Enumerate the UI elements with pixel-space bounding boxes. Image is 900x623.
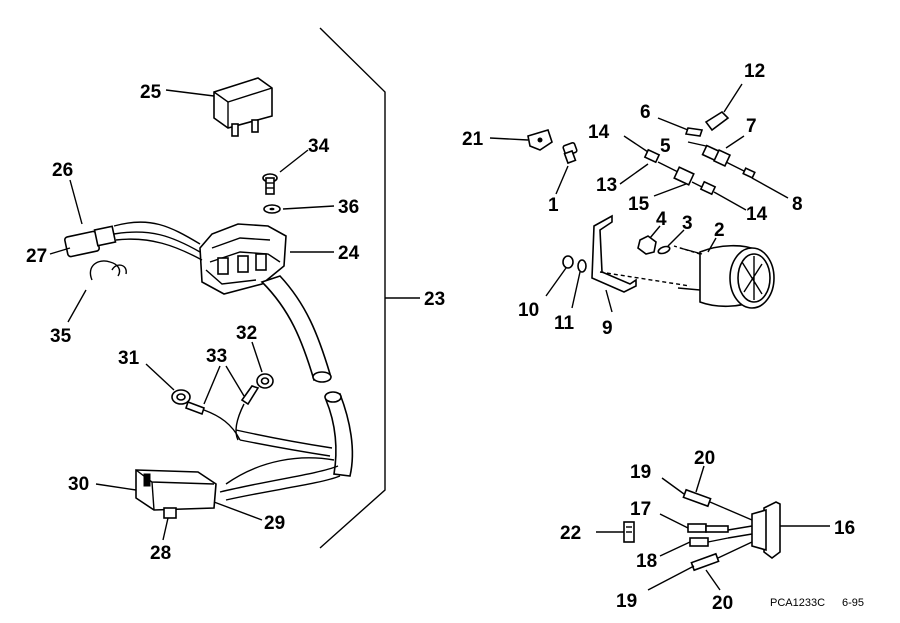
bracket-part-9 (591, 214, 637, 313)
washer-part-11 (571, 259, 587, 309)
callout-5: 5 (660, 136, 671, 157)
callout-30: 30 (68, 474, 89, 495)
callout-29: 29 (264, 513, 285, 534)
callout-4: 4 (656, 209, 667, 230)
callout-28: 28 (150, 543, 171, 564)
connector-part-16 (717, 501, 830, 559)
callout-11: 11 (554, 313, 575, 334)
callout-19b: 19 (616, 591, 637, 612)
fuse-part-22 (596, 521, 635, 543)
callout-9: 9 (602, 318, 613, 339)
washer-part-3 (657, 229, 685, 255)
callout-3: 3 (682, 213, 693, 234)
screw-part-34 (262, 149, 309, 195)
diagram-code: PCA1233C (770, 597, 825, 609)
terminal-part-19-20-upper (661, 465, 725, 509)
diagram-date: 6-95 (842, 597, 864, 609)
callout-22: 22 (560, 523, 581, 544)
clip-part-21 (489, 129, 553, 151)
main-harness-wires (219, 275, 354, 501)
callout-19a: 19 (630, 462, 651, 483)
callout-6: 6 (640, 102, 651, 123)
terminal-part-17-18 (659, 513, 729, 557)
callout-10: 10 (518, 300, 539, 321)
callout-16: 16 (834, 518, 855, 539)
wire-connector-part-26-27 (49, 179, 203, 261)
callout-33: 33 (206, 346, 227, 367)
callout-35: 35 (50, 326, 72, 347)
gauge-part-2 (599, 237, 775, 309)
callout-18: 18 (636, 551, 657, 572)
callout-13: 13 (596, 175, 617, 196)
callout-27: 27 (26, 246, 47, 267)
callout-12: 12 (744, 61, 765, 82)
callout-17: 17 (630, 499, 651, 520)
callout-1: 1 (548, 195, 559, 216)
callout-20b: 20 (712, 593, 733, 614)
relay-socket-part-24 (199, 223, 334, 295)
nut-part-4 (637, 225, 661, 255)
ring-terminal-part-32 (235, 341, 274, 441)
callout-23: 23 (424, 289, 445, 310)
callout-36: 36 (338, 197, 359, 218)
callout-15: 15 (628, 194, 650, 215)
callout-21: 21 (462, 129, 484, 150)
wire-part-33 (203, 365, 245, 405)
callout-8: 8 (792, 194, 803, 215)
callout-7: 7 (746, 116, 757, 137)
callout-32: 32 (236, 323, 257, 344)
relay-part-25 (165, 77, 273, 137)
callout-24: 24 (338, 243, 360, 264)
screw-part-1 (555, 142, 578, 195)
ring-terminal-part-31 (145, 363, 241, 441)
callout-31: 31 (118, 348, 140, 369)
callout-25: 25 (140, 82, 162, 103)
callout-20a: 20 (694, 448, 715, 469)
callout-26: 26 (52, 160, 73, 181)
nut-part-10 (545, 255, 574, 297)
callout-34: 34 (308, 136, 330, 157)
assembly-bracket-23 (319, 27, 420, 549)
connector-part-28-30 (95, 469, 263, 541)
callout-2: 2 (714, 220, 725, 241)
terminal-part-19-20-lower (647, 552, 721, 591)
clip-part-35 (67, 260, 127, 323)
callout-14b: 14 (746, 204, 768, 225)
callout-14a: 14 (588, 122, 610, 143)
washer-part-36 (263, 204, 335, 214)
cable-fittings-5-15 (619, 83, 789, 211)
